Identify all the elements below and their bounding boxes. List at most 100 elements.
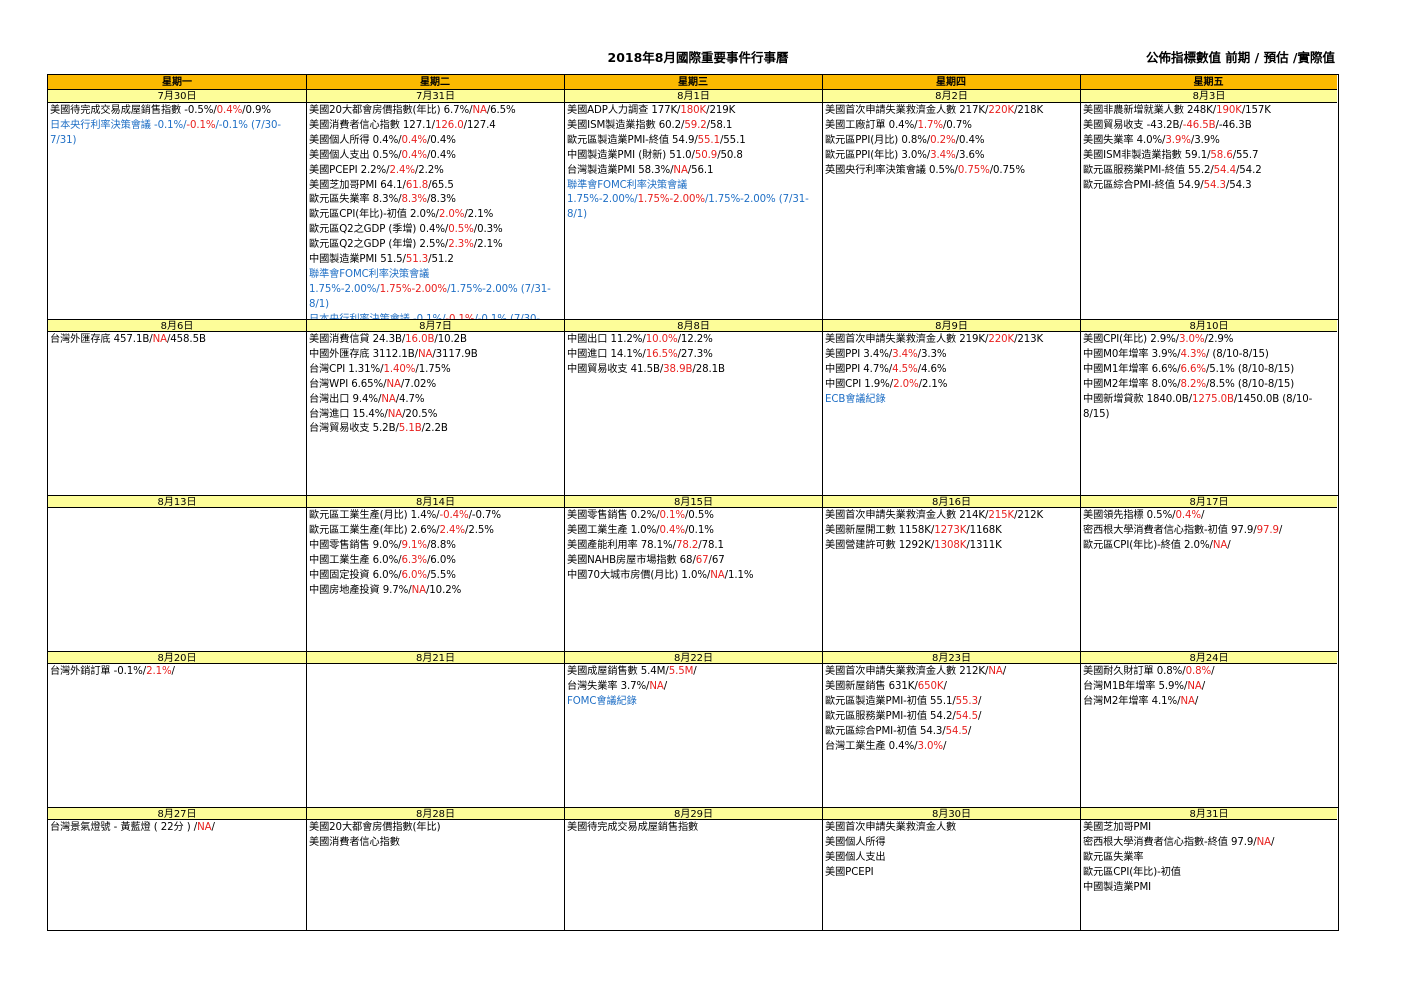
event-text: /2.1% — [473, 239, 503, 251]
forecast-value: 8.2% — [1180, 378, 1206, 390]
event-text: 台灣進口 15.4%/ — [309, 408, 388, 420]
forecast-value: NA — [988, 666, 1003, 677]
forecast-value: 2.4% — [439, 524, 466, 536]
event-text: 美國非農新增就業人數 248K/ — [1083, 105, 1217, 116]
event-text: 美國營建許可數 1292K/ — [825, 539, 935, 551]
event-item: 美國20大都會房價指數(年比) — [309, 821, 562, 836]
forecast-value: 1273K — [934, 524, 967, 536]
event-item: 台灣CPI 1.31%/1.40%/1.75% — [309, 363, 562, 378]
forecast-value: 38.9B — [663, 363, 693, 375]
forecast-value: 2.1% — [146, 666, 172, 677]
date-label: 8月28日 — [307, 807, 564, 820]
event-text: 美國新屋銷售 631K/ — [825, 680, 918, 692]
event-text: 中國零售銷售 9.0%/ — [309, 539, 402, 551]
event-item: 中國貿易收支 41.5B/38.9B/28.1B — [567, 363, 820, 378]
event-text: 美國首次申請失業救濟金人數 214K/ — [825, 510, 989, 521]
event-text: /0.3% — [473, 224, 503, 236]
event-text: 歐元區Q2之GDP (季增) 0.4%/ — [309, 224, 449, 236]
forecast-value: 16.5% — [645, 348, 678, 360]
event-text: /6.0% — [426, 554, 456, 566]
event-text: 台灣貿易收支 5.2B/ — [309, 423, 399, 435]
weekday-header: 星期四 — [822, 75, 1080, 90]
forecast-value: 215K — [988, 510, 1015, 521]
event-text: 歐元區CPI(年比)-初值 2.0%/ — [309, 209, 439, 221]
event-text: 美國PCEPI 2.2%/ — [309, 164, 390, 176]
column-divider — [822, 75, 823, 930]
forecast-value: 6.6% — [1180, 363, 1206, 375]
event-item: 美國失業率 4.0%/3.9%/3.9% — [1083, 134, 1335, 149]
event-item: 中國外匯存底 3112.1B/NA/3117.9B — [309, 348, 562, 363]
event-item: 美國首次申請失業救濟金人數 214K/215K/212K — [825, 509, 1078, 524]
event-item: 台灣外銷訂單 -0.1%/2.1%/ — [50, 665, 304, 680]
event-text: 密西根大學消費者信心指數-初值 97.9/ — [1083, 524, 1257, 536]
forecast-value: 0.4% — [401, 134, 427, 146]
event-item: 台灣工業生產 0.4%/3.0%/ — [825, 740, 1078, 755]
event-text: 台灣M2年增率 4.1%/ — [1083, 695, 1181, 707]
column-divider — [564, 75, 565, 930]
event-item: 台灣M1B年增率 5.9%/NA/ — [1083, 680, 1335, 695]
event-text: 美國ISM非製造業指數 59.1/ — [1083, 149, 1211, 161]
forecast-value: 2.0% — [893, 378, 919, 390]
event-text: 歐元區Q2之GDP (年增) 2.5%/ — [309, 239, 449, 251]
event-text: /127.4 — [463, 119, 496, 131]
event-item: 歐元區製造業PMI-終值 54.9/55.1/55.1 — [567, 134, 820, 149]
forecast-value: 10.0% — [645, 334, 678, 345]
forecast-value: -46.5B — [1182, 119, 1216, 131]
event-list: 美國首次申請失業救濟金人數美國個人所得美國個人支出美國PCEPI — [823, 820, 1080, 881]
event-item: 中國製造業PMI (財新) 51.0/50.9/50.8 — [567, 149, 820, 164]
forecast-value: NA — [197, 822, 212, 833]
event-item: 中國製造業PMI 51.5/51.3/51.2 — [309, 253, 562, 268]
event-item: 美國非農新增就業人數 248K/190K/157K — [1083, 104, 1335, 119]
event-item: 中國製造業PMI — [1083, 881, 1335, 896]
event-text: 歐元區工業生產(月比) 1.4%/ — [309, 510, 440, 521]
page-title: 2018年8月國際重要事件行事曆 — [607, 50, 789, 65]
event-text: 中國貿易收支 41.5B/ — [567, 363, 664, 375]
forecast-value: 59.2 — [684, 119, 707, 131]
event-item: 美國PPI 3.4%/3.4%/3.3% — [825, 348, 1078, 363]
date-label: 7月30日 — [48, 90, 306, 103]
event-text: 中國70大城市房價(月比) 1.0%/ — [567, 569, 711, 581]
event-text: 台灣出口 9.4%/ — [309, 393, 382, 405]
event-text: /4.6% — [917, 363, 947, 375]
event-text: 美國個人支出 — [825, 851, 886, 863]
event-text: ECB會議紀錄 — [825, 393, 886, 405]
event-text: /5.1% (8/10-8/15) — [1205, 363, 1295, 375]
event-text: 美國失業率 4.0%/ — [1083, 134, 1166, 146]
event-item: 中國零售銷售 9.0%/9.1%/8.8% — [309, 539, 562, 554]
event-text: 中國出口 11.2%/ — [567, 334, 646, 345]
event-text: / — [943, 680, 947, 692]
event-text: /65.5 — [428, 179, 454, 191]
event-text: 美國產能利用率 78.1%/ — [567, 539, 676, 551]
event-item: 密西根大學消費者信心指數-終值 97.9/NA/ — [1083, 836, 1335, 851]
forecast-value: NA — [381, 393, 396, 405]
event-text: 台灣景氣燈號 - 黃藍燈 ( 22分 ) / — [50, 822, 198, 833]
event-item: 美國個人支出 0.5%/0.4%/0.4% — [309, 149, 562, 164]
event-text: 中國製造業PMI 51.5/ — [309, 254, 406, 266]
date-label: 8月22日 — [565, 651, 822, 664]
day-cell: 8月22日美國成屋銷售數 5.4M/5.5M/台灣失業率 3.7%/NA/FOM… — [565, 651, 822, 807]
event-item: 美國首次申請失業救濟金人數 — [825, 821, 1078, 836]
event-text: / — [693, 666, 697, 677]
date-label: 8月30日 — [823, 807, 1080, 820]
forecast-value: 0.5% — [448, 224, 474, 236]
event-text: 美國個人所得 0.4%/ — [309, 134, 402, 146]
event-item: 歐元區工業生產(年比) 2.6%/2.4%/2.5% — [309, 524, 562, 539]
event-text: / — [1200, 510, 1205, 521]
row-divider — [48, 319, 1338, 320]
date-label: 8月17日 — [1081, 495, 1337, 508]
forecast-value: 58.6 — [1210, 149, 1233, 161]
event-text: /56.1 — [687, 164, 714, 176]
forecast-value: 54.4 — [1213, 164, 1236, 176]
event-text: 美國首次申請失業救濟金人數 217K/ — [825, 105, 989, 116]
event-item: 歐元區CPI(年比)-終值 2.0%/NA/ — [1083, 539, 1335, 554]
event-text: 美國20大都會房價指數(年比) 6.7%/ — [309, 105, 473, 116]
event-text: 美國NAHB房屋市場指數 68/ — [567, 554, 696, 566]
event-text: /3117.9B — [432, 348, 478, 360]
day-cell: 8月28日美國20大都會房價指數(年比)美國消費者信心指數 — [307, 807, 564, 931]
event-item: 中國70大城市房價(月比) 1.0%/NA/1.1% — [567, 569, 820, 584]
event-text: 台灣外匯存底 457.1B/ — [50, 334, 153, 345]
forecast-value: 54.5 — [955, 710, 978, 722]
forecast-value: 97.9 — [1256, 524, 1279, 536]
